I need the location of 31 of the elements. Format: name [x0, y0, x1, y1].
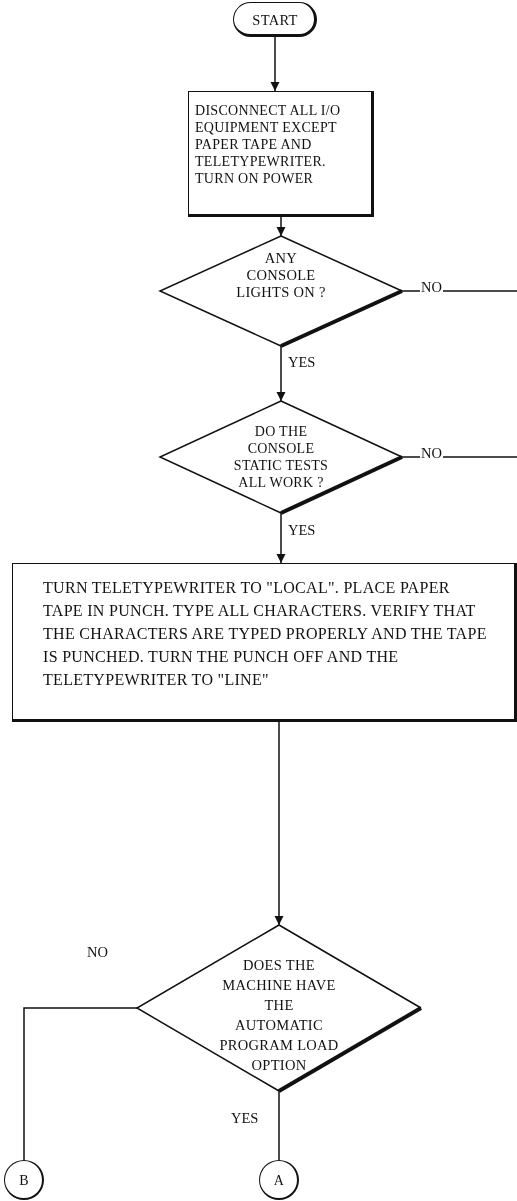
- node-text: A: [272, 1172, 286, 1189]
- edge-label: NO: [420, 279, 443, 295]
- node-text: TURN TELETYPEWRITER TO "LOCAL". PLACE PAPER TAPE IN PUNCH. TYPE ALL CHARACTERS. VERIFY THAT THE CHARACTERS ARE TYPED PROPERLY AND THE TAPE IS PUNCHED. TURN THE PUNCH OFF AND THE TELETYPEWRITER TO "LINE": [43, 578, 488, 690]
- decision-diamond: [160, 236, 402, 346]
- connector-line: [23, 1007, 138, 1161]
- connector-circle: [4, 1160, 44, 1200]
- connector-line: [401, 290, 517, 292]
- arrow: [274, 721, 284, 926]
- decision-diamond: [160, 401, 402, 513]
- connector-circle: [259, 1160, 299, 1200]
- edge-label: YES: [230, 1110, 260, 1126]
- decision-diamond: [137, 925, 421, 1091]
- node-text: DISCONNECT ALL I/O EQUIPMENT EXCEPT PAPER TAPE AND TELETYPEWRITER. TURN ON POWER: [195, 102, 342, 187]
- connector-line: [278, 1090, 280, 1161]
- node-text: ANY CONSOLE LIGHTS ON ?: [235, 250, 327, 301]
- edge-label: YES: [287, 522, 317, 538]
- arrow: [276, 512, 286, 564]
- edge-label: YES: [287, 354, 317, 370]
- node-text: START: [251, 12, 299, 29]
- node-text: B: [18, 1172, 30, 1189]
- arrow: [276, 216, 286, 237]
- arrow: [270, 36, 280, 92]
- process-box: [188, 91, 374, 217]
- node-text: DOES THE MACHINE HAVE THE AUTOMATIC PROGRAM LOAD OPTION: [219, 956, 339, 1075]
- start-terminal: [233, 2, 317, 37]
- arrow: [276, 345, 286, 402]
- connector-line: [401, 456, 517, 458]
- edge-label: NO: [86, 944, 109, 960]
- edge-label: NO: [420, 445, 443, 461]
- node-text: DO THE CONSOLE STATIC TESTS ALL WORK ?: [232, 423, 330, 491]
- process-box: [12, 563, 517, 722]
